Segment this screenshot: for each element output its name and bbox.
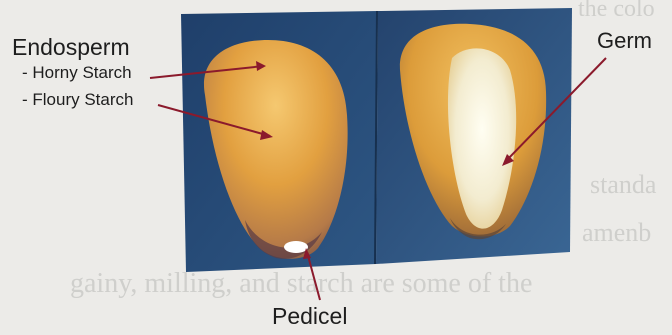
germ-label: Germ xyxy=(597,28,652,54)
pedicel-spot xyxy=(284,241,308,253)
endosperm-label: Endosperm xyxy=(12,34,130,61)
pedicel-label: Pedicel xyxy=(272,303,347,330)
horny-starch-label: - Horny Starch xyxy=(22,63,132,83)
floury-starch-label: - Floury Starch xyxy=(22,90,133,110)
